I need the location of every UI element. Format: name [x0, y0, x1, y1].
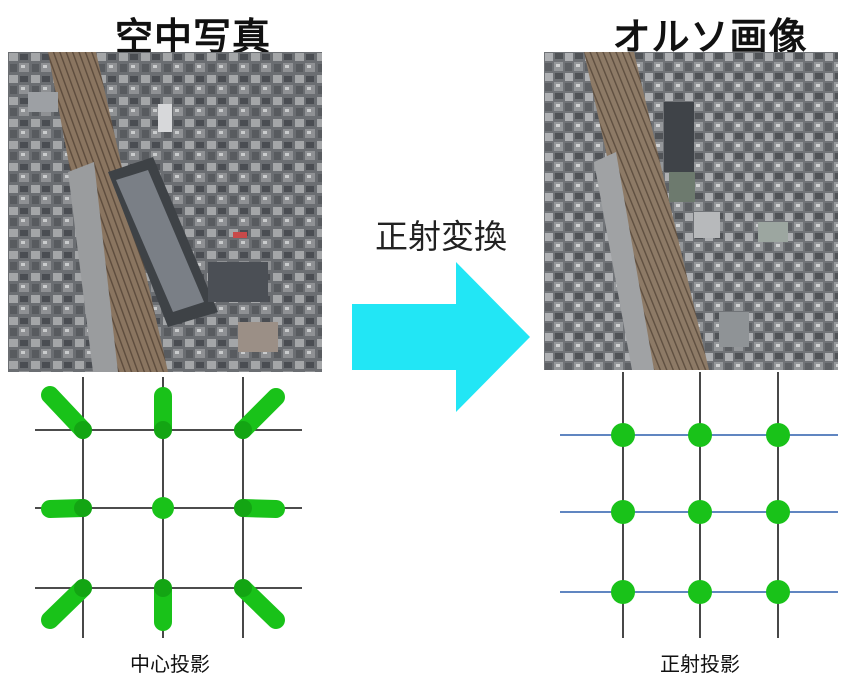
central-projection-diagram — [30, 372, 320, 642]
central-projection-caption: 中心投影 — [130, 652, 210, 676]
aerial-photo — [8, 52, 322, 372]
ortho-image-title: オルソ画像 — [612, 15, 808, 59]
orthographic-projection-caption: 正射投影 — [660, 652, 740, 676]
orthorectification-label: 正射変換 — [375, 217, 507, 256]
ortho-marker — [688, 580, 712, 604]
ortho-marker — [766, 500, 790, 524]
right-arrow-icon — [352, 262, 530, 412]
ortho-marker — [688, 423, 712, 447]
aerial-photo-title: 空中写真 — [114, 15, 271, 59]
center-marker — [152, 497, 174, 519]
ortho-marker — [688, 500, 712, 524]
ortho-marker — [611, 500, 635, 524]
ortho-marker — [766, 423, 790, 447]
ortho-marker — [611, 423, 635, 447]
orthographic-projection-diagram — [555, 372, 845, 642]
ortho-marker — [611, 580, 635, 604]
ortho-photo — [544, 52, 838, 370]
ortho-marker — [766, 580, 790, 604]
